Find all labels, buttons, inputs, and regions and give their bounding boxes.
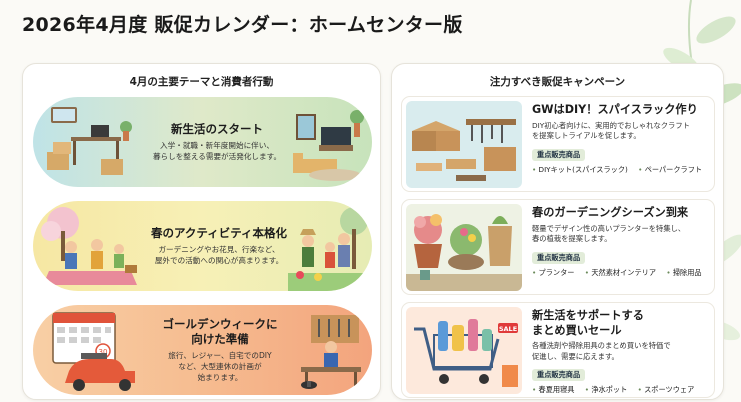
featured-products-badge: 重点販売商品: [532, 251, 586, 264]
calendar-car-illustration: 30: [52, 312, 135, 391]
campaign-card-bulk-sale[interactable]: SALE 新生活をサポートする まとめ買いセール 各種洗剤や掃除用具のまとめ買い…: [401, 302, 715, 398]
calendar-number: 30: [99, 348, 108, 356]
campaign-card-gardening[interactable]: 春のガーデニングシーズン到来 軽量でデザイン性の高いプランターを特集し、 春の植…: [401, 199, 715, 295]
campaigns-heading: 注力すべき販促キャンペーン: [489, 76, 626, 88]
product-item: ペーパークラフト: [638, 165, 702, 174]
diy-workbench-illustration: [301, 315, 361, 389]
spice-rack-image: [406, 101, 522, 188]
campaign-desc: 各種洗剤や掃除用具のまとめ買いを特価で 促進し、需要に応えます。: [532, 341, 671, 361]
theme-title: ゴールデンウィークに 向けた準備: [162, 317, 278, 346]
themes-panel: 4月の主要テーマと消費者行動 新生活のスタート 入学・就職・新年度開始に伴い、 …: [22, 63, 381, 400]
living-room-illustration: [293, 110, 364, 181]
planters-image: [406, 204, 522, 291]
picnic-illustration: [41, 207, 137, 285]
page-title: 2026年4月度 販促カレンダー：ホームセンター版: [22, 14, 463, 36]
theme-card-golden-week: 30 ゴールデンウィークに 向けた準備 旅行、レジャー、自宅でのDIY など、大…: [33, 305, 372, 395]
product-item: DIYキット(スパイスラック): [532, 165, 628, 174]
campaign-title: GWはDIY！スパイスラック作り: [532, 103, 698, 116]
theme-title: 春のアクティビティ本格化: [150, 225, 288, 240]
product-item: 掃除用品: [666, 268, 701, 277]
campaign-desc: 軽量でデザイン性の高いプランターを特集し、 春の植栽を提案します。: [532, 223, 686, 244]
product-item: 浄水ポット: [585, 385, 627, 394]
theme-card-new-life: 新生活のスタート 入学・就職・新年度開始に伴い、 暮らしを整える需要が活発化しま…: [33, 97, 372, 187]
campaigns-panel: 注力すべき販促キャンペーン GWはDIY！スパイスラック作り DIY初心者向けに…: [391, 63, 724, 400]
campaign-title: 春のガーデニングシーズン到来: [532, 206, 689, 219]
campaign-title: 新生活をサポートする まとめ買いセール: [532, 309, 644, 337]
product-list: 春夏用寝具 浄水ポット スポーツウェア: [532, 385, 712, 395]
product-item: プランター: [532, 268, 574, 277]
theme-desc: ガーデニングやお花見、行楽など、 屋外での活動への関心が高まります。: [154, 245, 284, 266]
campaign-card-diy[interactable]: GWはDIY！スパイスラック作り DIY初心者向けに、実用的でおしゃれなクラフト…: [401, 96, 715, 192]
featured-products-badge: 重点販売商品: [532, 148, 586, 161]
themes-heading: 4月の主要テーマと消費者行動: [129, 76, 274, 88]
product-list: プランター 天然素材インテリア 掃除用品: [532, 268, 712, 278]
product-list: DIYキット(スパイスラック) ペーパークラフト: [532, 165, 712, 175]
theme-card-spring-activities: 春のアクティビティ本格化 ガーデニングやお花見、行楽など、 屋外での活動への関心…: [33, 201, 372, 291]
theme-title: 新生活のスタート: [171, 121, 263, 136]
theme-desc: 入学・就職・新年度開始に伴い、 暮らしを整える需要が活発化します。: [152, 141, 282, 162]
theme-desc: 旅行、レジャー、自宅でのDIY など、大型連休の計画が 始まります。: [168, 350, 272, 382]
product-item: 春夏用寝具: [532, 385, 574, 394]
gardening-family-illustration: [288, 207, 370, 291]
shopping-cart-image: SALE: [406, 307, 522, 394]
sale-tag: SALE: [499, 325, 517, 333]
product-item: 天然素材インテリア: [585, 268, 656, 277]
study-room-illustration: [47, 107, 132, 175]
campaign-desc: DIY初心者向けに、実用的でおしゃれなクラフト を提案しトライアルを促します。: [532, 120, 690, 141]
product-item: スポーツウェア: [638, 385, 695, 394]
featured-products-badge: 重点販売商品: [532, 369, 586, 382]
